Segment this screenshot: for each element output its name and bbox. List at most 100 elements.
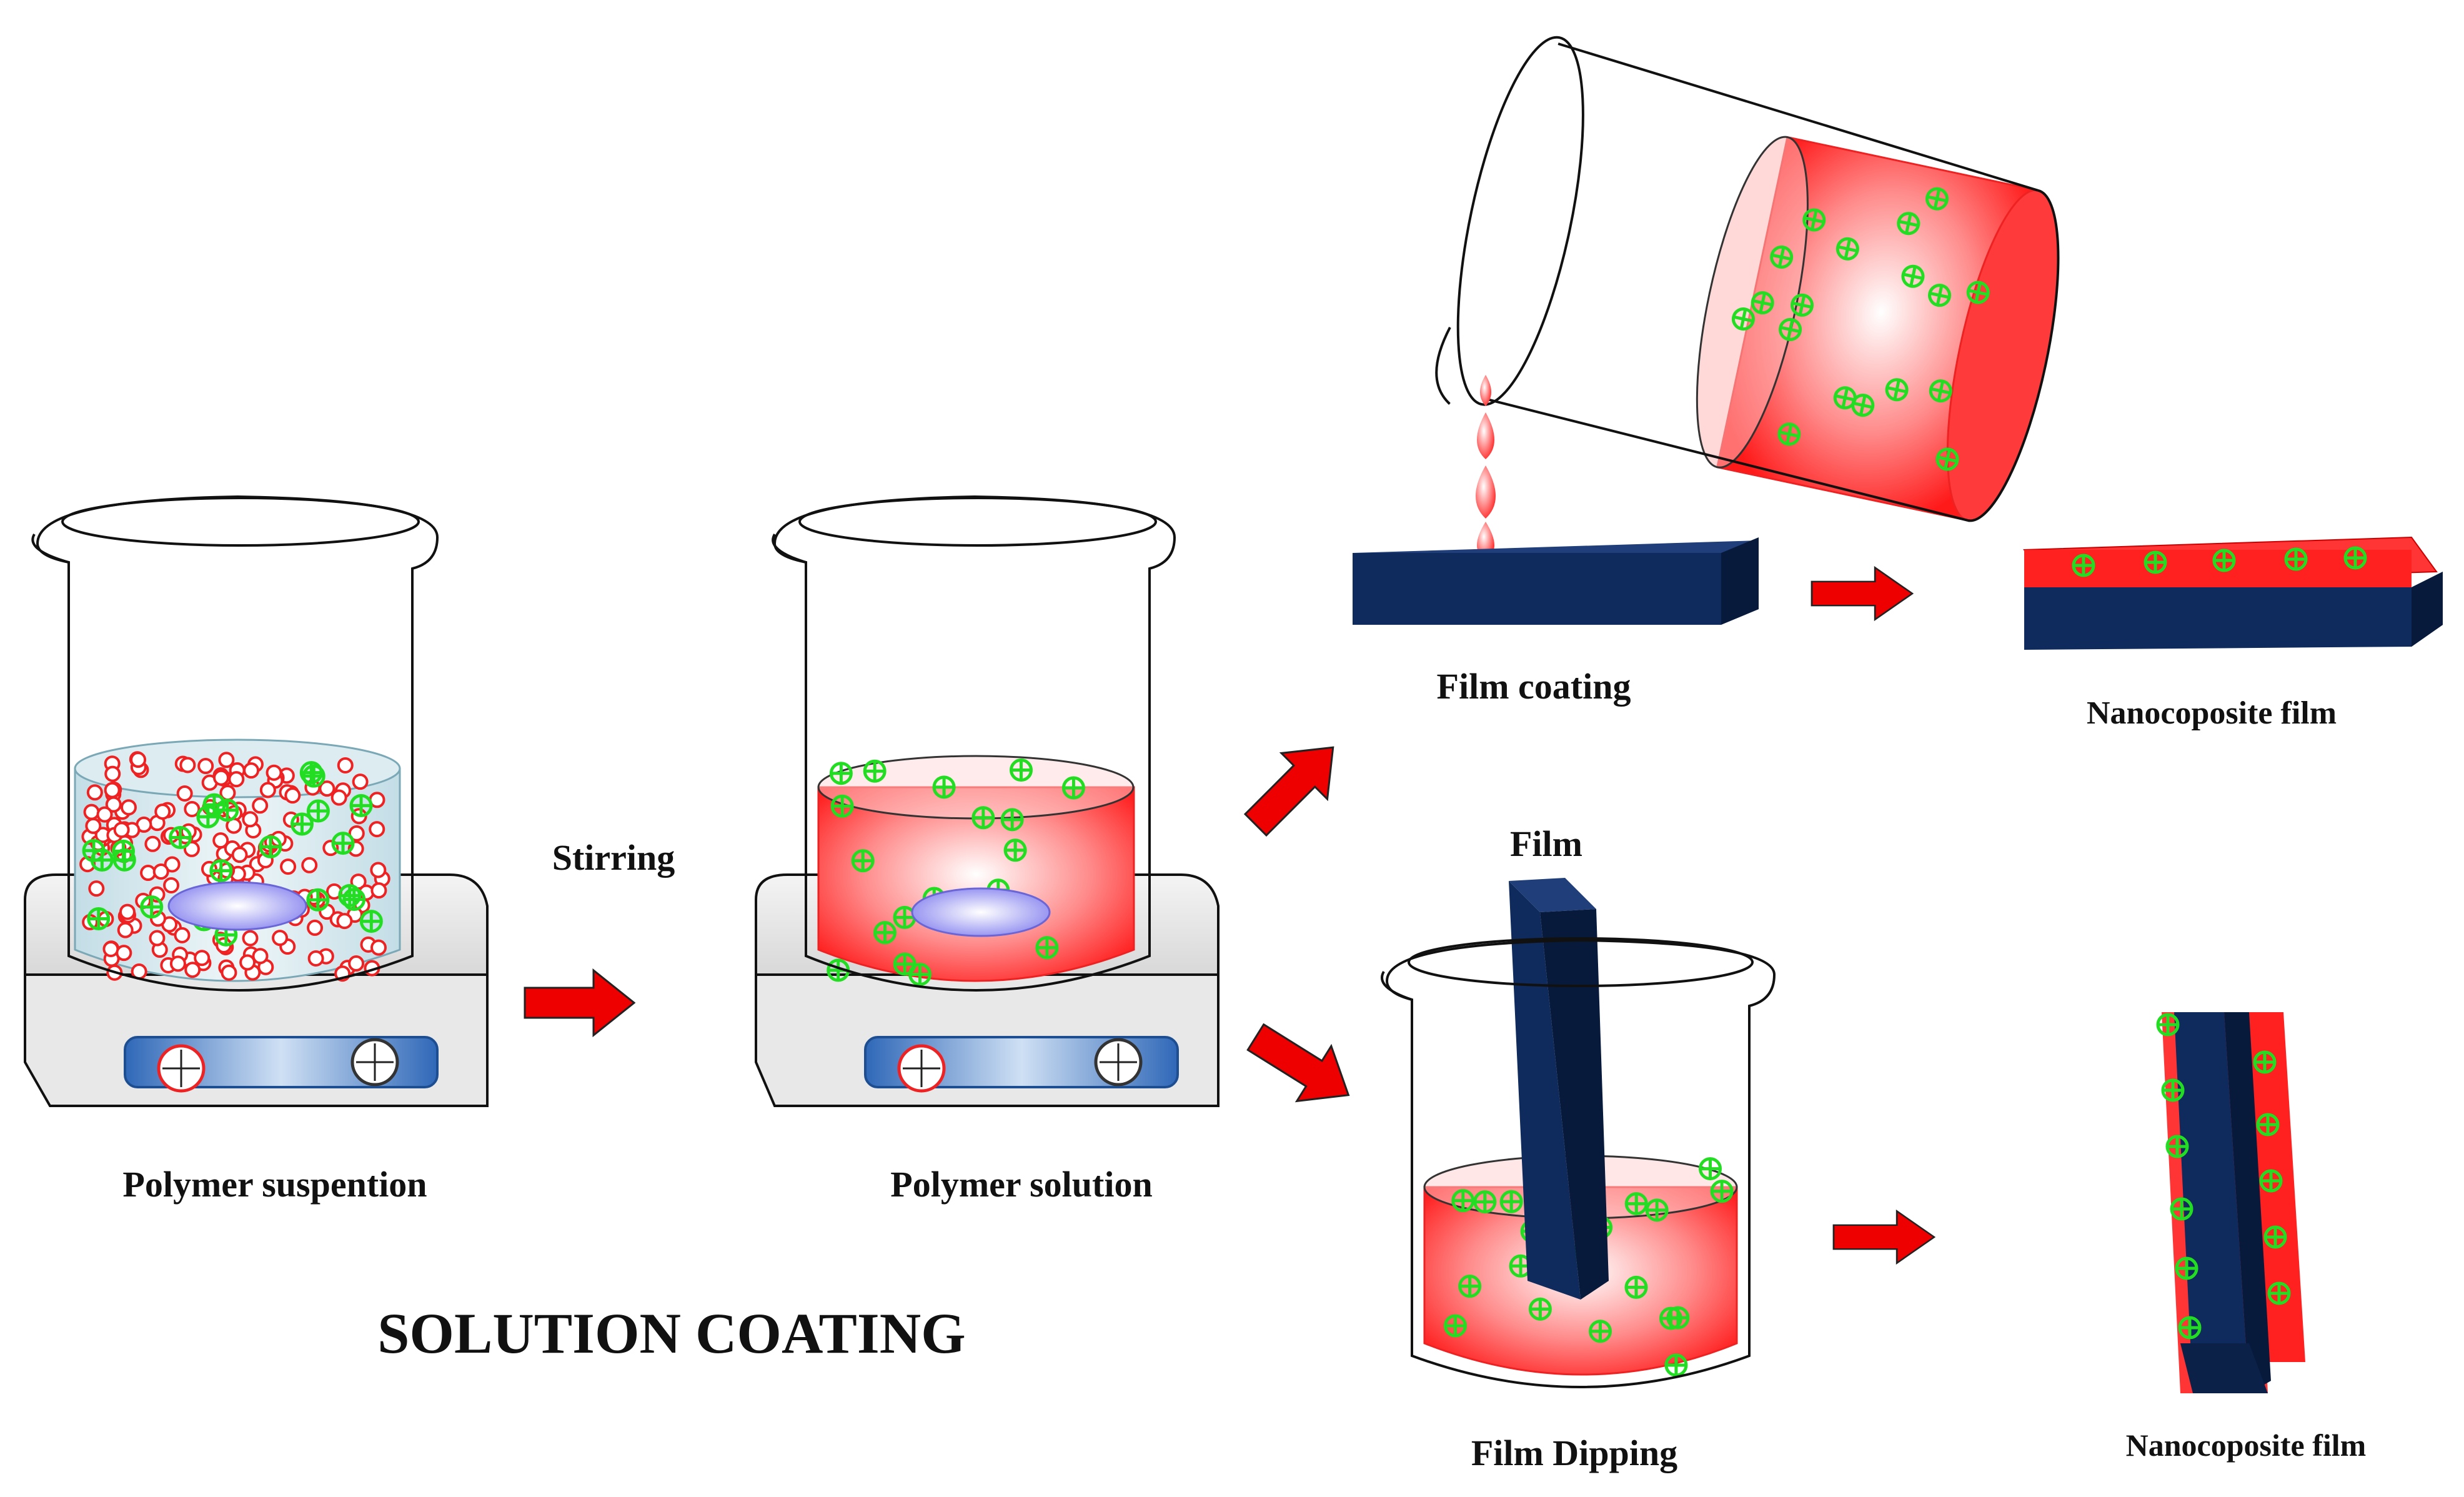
polymer-bead	[330, 789, 347, 806]
polymer-bead	[242, 811, 259, 828]
nanoparticle-icon	[142, 897, 162, 917]
label-nanocomposite-film-top: Nanocoposite film	[2087, 695, 2337, 731]
polymer-bead	[266, 764, 282, 781]
polymer-bead	[284, 787, 301, 804]
polymer-bead	[231, 847, 248, 863]
label-polymer-solution: Polymer solution	[890, 1164, 1152, 1205]
nanoparticle-icon	[1530, 1299, 1550, 1319]
nanoparticle-icon	[2163, 1080, 2183, 1100]
polymer-bead	[272, 930, 289, 947]
arrow-to-film-coating	[1231, 723, 1358, 849]
nanoparticle-icon	[2167, 1136, 2187, 1156]
stir-bar	[167, 881, 307, 931]
polymer-bead	[307, 950, 324, 967]
polymer-bead	[194, 950, 211, 967]
nanoparticle-icon	[1712, 1181, 1732, 1201]
polymer-bead	[252, 797, 269, 814]
polymer-bead	[243, 762, 260, 779]
polymer-bead	[336, 913, 353, 930]
arrow-to-coated-film	[1811, 567, 1914, 620]
label-film-coating: Film coating	[1437, 666, 1631, 707]
nanoparticle-icon	[1005, 840, 1025, 860]
polymer-bead	[102, 940, 119, 957]
polymer-bead	[144, 835, 161, 852]
polymer-bead	[88, 880, 105, 897]
polymer-bead	[117, 922, 134, 938]
nanoparticle-icon	[2345, 548, 2365, 568]
polymer-bead	[370, 882, 387, 899]
arrow-to-film-dipping	[1237, 1008, 1367, 1124]
polymer-bead	[370, 939, 387, 956]
polymer-bead	[85, 817, 102, 834]
label-film: Film	[1510, 823, 1582, 864]
nanoparticle-icon	[2214, 550, 2234, 570]
polymer-bead	[174, 927, 191, 943]
polymer-bead	[169, 955, 186, 972]
label-polymer-suspension: Polymer suspention	[122, 1164, 427, 1205]
polymer-bead	[154, 803, 171, 820]
nanoparticle-icon	[2261, 1171, 2281, 1191]
polymer-bead	[369, 821, 385, 838]
polymer-bead	[221, 964, 237, 981]
nanoparticle-icon	[1668, 1308, 1688, 1328]
polymer-bead	[104, 782, 121, 798]
polymer-bead	[352, 773, 369, 790]
nanoparticle-icon	[1475, 1192, 1495, 1212]
polymer-bead	[218, 752, 235, 768]
nanoparticle-icon	[1037, 938, 1057, 958]
nanoparticle-icon	[1626, 1277, 1646, 1297]
polymer-solution-beaker	[755, 495, 1220, 1107]
polymer-bead	[140, 865, 157, 882]
dial-icon	[157, 1044, 206, 1093]
polymer-bead	[259, 782, 276, 798]
main-title: SOLUTION COATING	[377, 1301, 965, 1365]
nanoparticle-icon	[198, 807, 218, 827]
label-nanocomposite-film-bottom: Nanocoposite film	[2126, 1428, 2367, 1463]
nanoparticle-icon	[973, 808, 993, 828]
polymer-bead	[152, 863, 169, 880]
polymer-bead	[176, 785, 193, 802]
nanoparticle-icon	[2180, 1318, 2200, 1338]
polymer-bead	[86, 784, 103, 801]
polymer-bead	[184, 962, 201, 978]
dial-icon	[897, 1044, 946, 1093]
nanoparticle-icon	[1700, 1159, 1720, 1179]
nanoparticle-icon	[910, 965, 930, 985]
polymer-bead	[239, 954, 256, 971]
nanoparticle-icon	[344, 890, 364, 910]
nanoparticle-icon	[1453, 1191, 1473, 1211]
polymer-bead	[228, 771, 245, 788]
nanoparticle-icon	[865, 761, 885, 781]
nanoparticle-icon	[1063, 778, 1083, 798]
label-film-dipping: Film Dipping	[1471, 1433, 1677, 1473]
polymer-bead	[113, 822, 130, 838]
nanoparticle-icon	[351, 795, 371, 815]
label-stirring: Stirring	[552, 837, 675, 878]
nanoparticle-icon	[1002, 810, 1022, 830]
pouring-beaker	[1435, 36, 2060, 522]
polymer-bead	[280, 858, 297, 875]
dial-icon	[1094, 1038, 1143, 1087]
nanoparticle-icon	[1460, 1276, 1480, 1296]
nanoparticle-icon	[217, 800, 237, 820]
stir-bar	[911, 887, 1051, 937]
nanoparticle-icon	[1626, 1194, 1646, 1214]
polymer-bead	[130, 752, 147, 768]
nanoparticle-icon	[1666, 1355, 1686, 1375]
polymer-bead	[149, 930, 166, 947]
polymer-bead	[370, 862, 387, 878]
nanoparticle-icon	[211, 861, 231, 881]
nanoparticle-icon	[2269, 1283, 2289, 1303]
nanoparticle-icon	[361, 912, 381, 932]
nanoparticle-icon	[292, 814, 312, 834]
polymer-bead	[116, 945, 132, 962]
nanoparticle-icon	[261, 837, 281, 857]
polymer-bead	[212, 832, 229, 849]
polymer-bead	[179, 757, 196, 773]
polymer-bead	[120, 799, 137, 816]
nanoparticle-icon	[1501, 1191, 1521, 1211]
polymer-suspension-beaker	[24, 495, 489, 1107]
nanoparticle-icon	[89, 909, 109, 929]
polymer-bead	[337, 757, 354, 773]
polymer-bead	[119, 903, 136, 920]
